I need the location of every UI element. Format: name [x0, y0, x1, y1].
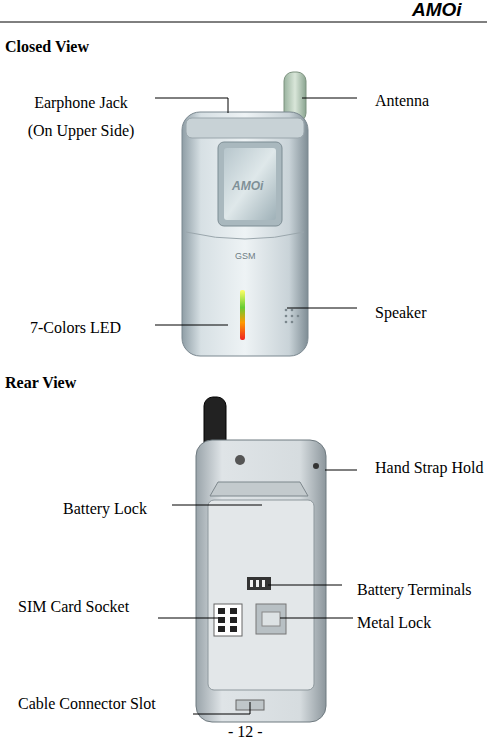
part-label: 7-Colors LED	[30, 318, 121, 338]
part-label: Earphone Jack (On Upper Side)	[22, 89, 140, 145]
part-label: Hand Strap Hold	[375, 458, 483, 478]
page-number: - 12 -	[228, 722, 263, 739]
section-heading: Closed View	[5, 37, 89, 57]
part-label: SIM Card Socket	[18, 597, 129, 617]
part-label: Battery Lock	[63, 499, 147, 519]
brand-logo: AMOi	[412, 0, 462, 20]
phone-marking: GSM	[235, 246, 256, 266]
part-label: Antenna	[375, 91, 429, 111]
phone-logo: AMOi	[232, 176, 263, 196]
section-heading: Rear View	[5, 373, 76, 393]
part-label: Metal Lock	[357, 613, 431, 633]
part-label: Speaker	[375, 303, 427, 323]
part-label: Battery Terminals	[357, 580, 472, 600]
part-label: Cable Connector Slot	[18, 694, 156, 714]
